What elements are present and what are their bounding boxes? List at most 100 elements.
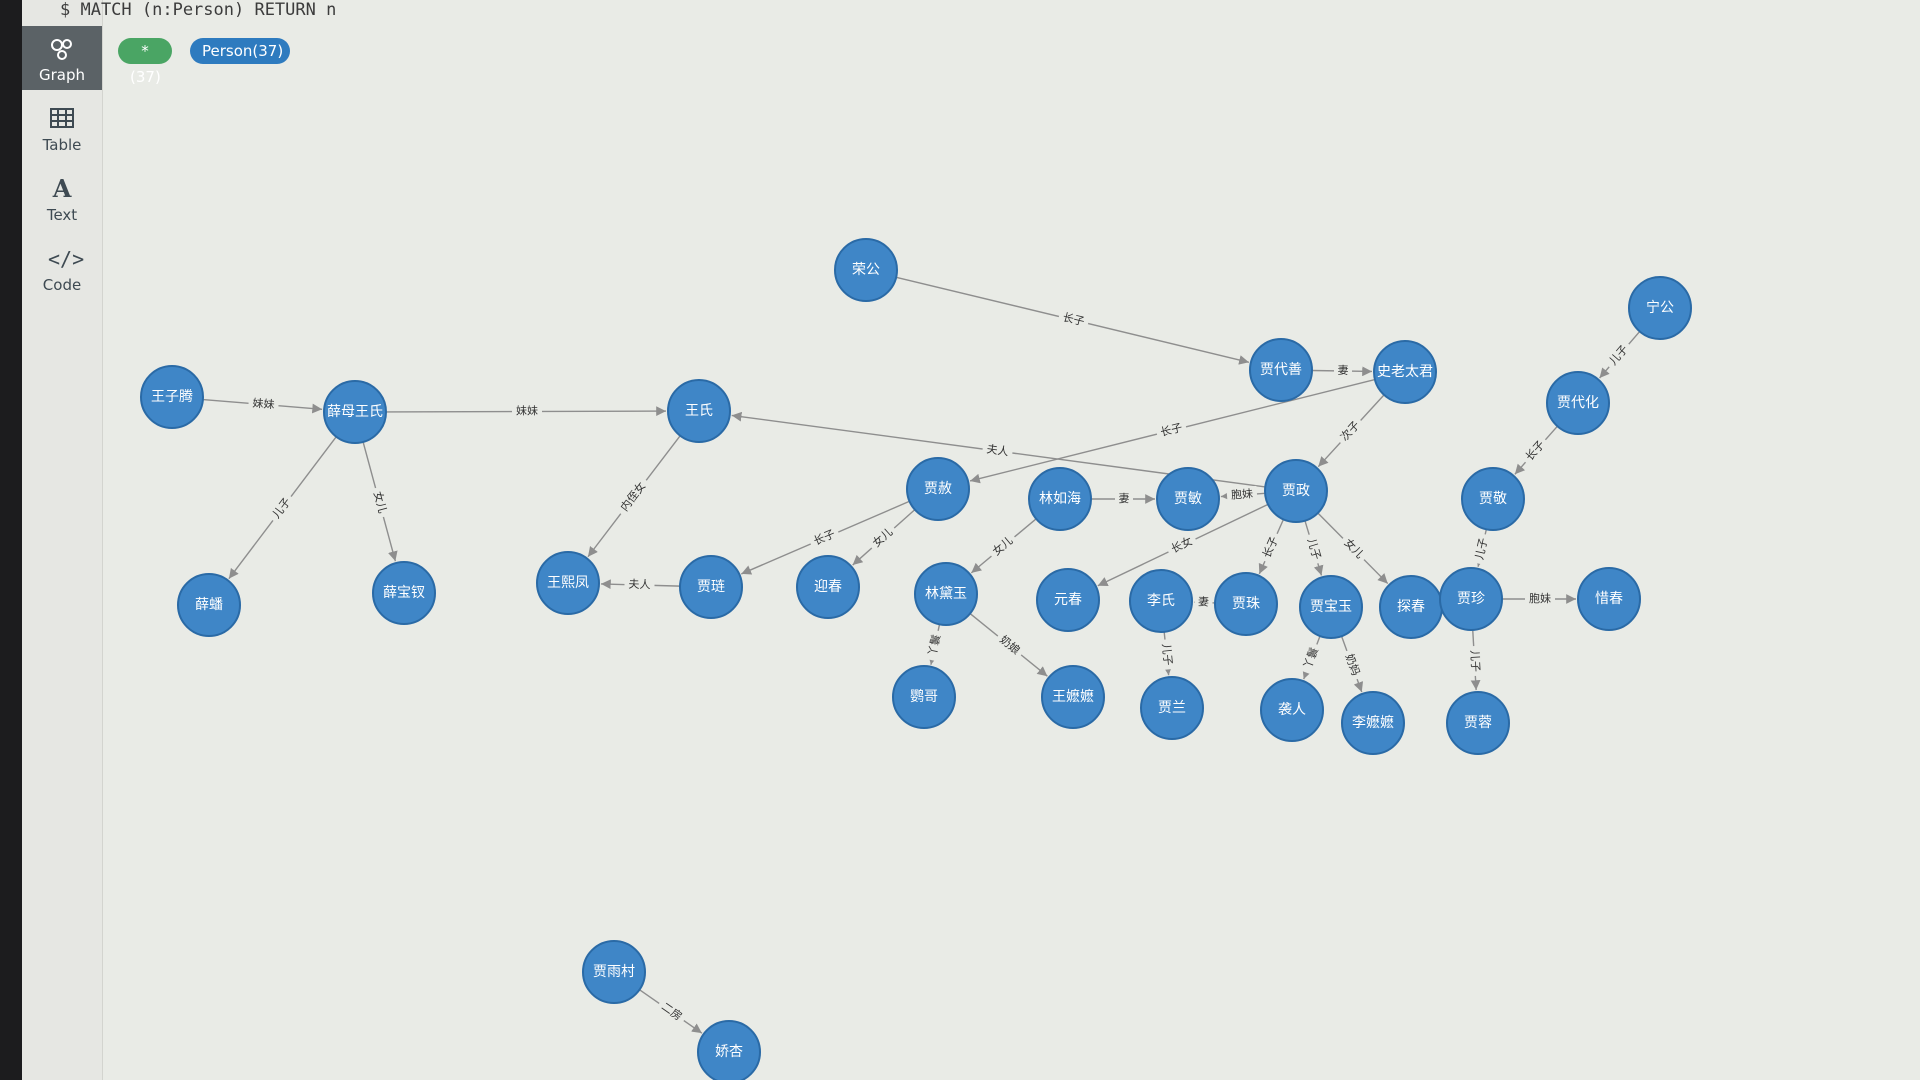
person-node-lindaiyu[interactable]: 林黛玉: [914, 562, 978, 626]
relationship-edge[interactable]: 胞妹: [1220, 485, 1266, 505]
person-node-xuemuwangshi[interactable]: 薛母王氏: [323, 380, 387, 444]
relationship-edge[interactable]: 胞妹: [1502, 591, 1576, 607]
person-node-yinge[interactable]: 鹦哥: [892, 665, 956, 729]
person-node-yingchun[interactable]: 迎春: [796, 555, 860, 619]
edge-label-group: 丫鬟: [1298, 641, 1325, 676]
node-label: 贾珠: [1232, 596, 1260, 612]
cypher-query: $ MATCH (n:Person) RETURN n: [60, 0, 337, 20]
relationship-edge[interactable]: 女儿: [362, 441, 398, 562]
edge-label-group: 长女: [1165, 531, 1199, 560]
person-node-jialan[interactable]: 贾兰: [1140, 676, 1204, 740]
relationship-edge[interactable]: 奶妈: [1339, 635, 1365, 693]
node-circle: [1299, 575, 1363, 639]
edge-label-group: 女儿: [986, 530, 1020, 563]
sidebar-item-label: Table: [42, 136, 82, 154]
relationship-edge[interactable]: 长子: [1257, 519, 1285, 575]
relationship-edge[interactable]: 丫鬟: [1298, 635, 1325, 680]
relationship-edge[interactable]: 女儿: [852, 509, 916, 566]
node-label: 娇杏: [715, 1044, 743, 1060]
relationship-edge[interactable]: 儿子: [1465, 629, 1484, 691]
person-node-jiadaishan[interactable]: 贾代善: [1249, 338, 1313, 402]
person-node-jiashe[interactable]: 贾赦: [906, 457, 970, 521]
sidebar-item-graph[interactable]: Graph: [22, 26, 102, 90]
node-circle: [1129, 569, 1193, 633]
edge-label-group: 妹妹: [511, 403, 543, 420]
edge-label-group: 儿子: [1470, 532, 1494, 566]
node-circle: [372, 561, 436, 625]
node-label: 宁公: [1646, 299, 1674, 316]
person-node-tanchun[interactable]: 探春: [1379, 575, 1443, 639]
relationship-edge[interactable]: 妹妹: [385, 403, 667, 420]
node-label: 贾兰: [1158, 700, 1186, 716]
screen-bezel: [0, 0, 22, 1080]
person-node-wangmama[interactable]: 王嬷嬷: [1041, 665, 1105, 729]
person-node-linruhai[interactable]: 林如海: [1028, 467, 1092, 531]
edge-label: 儿子: [1159, 643, 1174, 666]
relationship-edge[interactable]: 内侄女: [587, 435, 681, 558]
relationship-edge[interactable]: 二房: [639, 989, 703, 1034]
node-label: 贾政: [1282, 483, 1310, 499]
node-circle: [914, 562, 978, 626]
edge-label: 儿子: [1473, 537, 1490, 561]
person-node-jiaoxing[interactable]: 娇杏: [697, 1020, 761, 1080]
sidebar-item-text[interactable]: A Text: [22, 166, 102, 230]
relationship-edge[interactable]: 丫鬟: [924, 624, 946, 665]
relationship-edge[interactable]: 妻: [1193, 594, 1216, 611]
relationship-edge[interactable]: 长子: [741, 500, 910, 575]
relationship-edge[interactable]: 长女: [1097, 503, 1269, 587]
person-node-xiren[interactable]: 袭人: [1260, 678, 1324, 742]
relationship-edge[interactable]: 奶娘: [969, 612, 1048, 677]
person-node-yuanchun[interactable]: 元春: [1036, 568, 1100, 632]
relationship-edge[interactable]: 妹妹: [202, 395, 323, 414]
relationship-edge[interactable]: 妻: [1091, 491, 1155, 507]
person-node-ninggong[interactable]: 宁公: [1628, 276, 1692, 340]
relationship-edge[interactable]: 次子: [1317, 394, 1385, 468]
person-node-jiazhu[interactable]: 贾珠: [1214, 572, 1278, 636]
person-node-xuebaochai[interactable]: 薛宝钗: [372, 561, 436, 625]
person-node-shilaotaijun[interactable]: 史老太君: [1373, 340, 1437, 404]
relationship-edge[interactable]: 女儿: [1317, 512, 1389, 585]
edge-label: 长子: [1159, 421, 1183, 439]
relationship-edge[interactable]: 妻: [1311, 362, 1373, 380]
person-node-jialian[interactable]: 贾琏: [679, 555, 743, 619]
relationship-edge[interactable]: 儿子: [1470, 529, 1494, 567]
person-node-jiabaoyu[interactable]: 贾宝玉: [1299, 575, 1363, 639]
relationship-edge[interactable]: 女儿: [970, 518, 1037, 574]
person-node-jiayucun[interactable]: 贾雨村: [582, 940, 646, 1004]
person-node-lishi[interactable]: 李氏: [1129, 569, 1193, 633]
edge-label-bg: [1155, 419, 1188, 442]
person-node-jiarong[interactable]: 贾蓉: [1446, 691, 1510, 755]
edge-label: 妹妹: [252, 397, 275, 412]
person-node-jiazheng[interactable]: 贾政: [1264, 459, 1328, 523]
relationship-edge[interactable]: 夫人: [600, 576, 681, 594]
person-node-rongguo[interactable]: 荣公: [834, 238, 898, 302]
person-node-jiajing[interactable]: 贾敬: [1461, 467, 1525, 531]
sidebar-item-code[interactable]: </> Code: [22, 236, 102, 300]
tag-person-label[interactable]: Person(37): [190, 38, 290, 64]
relationship-edge[interactable]: 长子: [895, 276, 1250, 365]
relationship-edge[interactable]: 儿子: [1599, 331, 1641, 379]
person-node-jiazhen[interactable]: 贾珍: [1439, 567, 1503, 631]
relationship-edge[interactable]: 儿子: [228, 436, 337, 580]
person-node-wangshi[interactable]: 王氏: [667, 379, 731, 443]
node-label: 迎春: [814, 579, 842, 595]
person-node-jiadaihua[interactable]: 贾代化: [1546, 371, 1610, 435]
person-node-jiamin[interactable]: 贾敏: [1156, 467, 1220, 531]
edge-label-group: 内侄女: [614, 475, 653, 519]
relationship-edge[interactable]: 儿子: [1157, 631, 1176, 676]
edge-label-group: 长子: [1155, 419, 1188, 442]
tag-all-nodes[interactable]: *(37): [118, 38, 172, 86]
node-circle: [1373, 340, 1437, 404]
relationship-edge[interactable]: 儿子: [1301, 520, 1326, 576]
node-label: 贾敏: [1174, 491, 1202, 507]
person-node-xuepan[interactable]: 薛蟠: [177, 573, 241, 637]
relationship-edge[interactable]: 长子: [1514, 425, 1558, 475]
node-circle: [1249, 338, 1313, 402]
sidebar-item-table[interactable]: Table: [22, 96, 102, 160]
person-node-limama[interactable]: 李嬷嬷: [1341, 691, 1405, 755]
person-node-xichun[interactable]: 惜春: [1577, 567, 1641, 631]
person-node-wangxifeng[interactable]: 王熙凤: [536, 551, 600, 615]
person-node-wangziteng[interactable]: 王子腾: [140, 365, 204, 429]
relationship-edge[interactable]: 长子: [969, 378, 1376, 484]
